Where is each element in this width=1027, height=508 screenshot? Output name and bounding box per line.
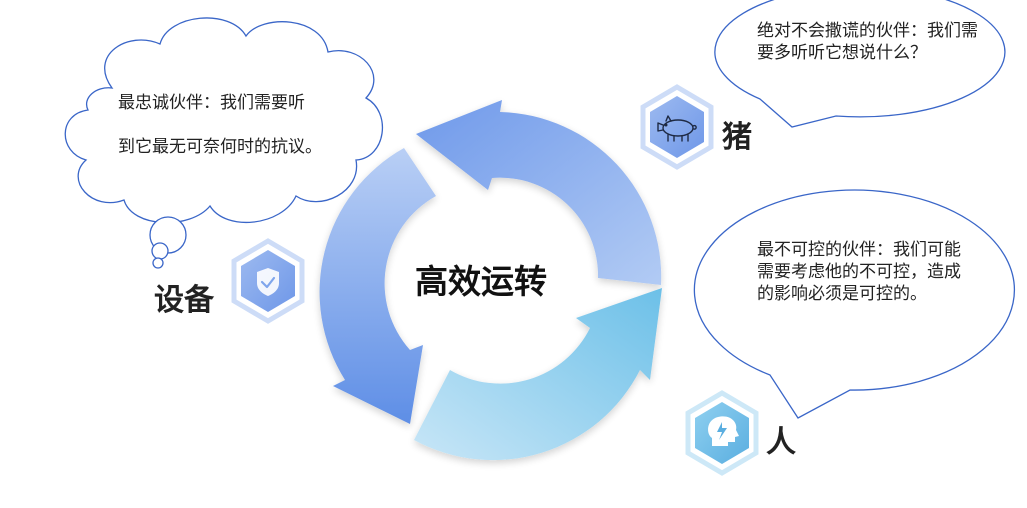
device-callout-line2: 到它最无可奈何时的抗议。 <box>118 137 322 157</box>
device-cloud-callout <box>64 17 384 269</box>
pig-hexagon-fill <box>650 96 704 158</box>
shield-check-icon <box>257 268 279 296</box>
device-callout-line1: 最忠诚伙伴：我们需要听 <box>118 93 305 113</box>
node-label-human: 人 <box>766 425 796 460</box>
pig-bubble-shape <box>714 0 1006 128</box>
pig-callout-text: 绝对不会撒谎的伙伴：我们需要多听听它想说什么？ <box>757 21 978 63</box>
arrow-bottom <box>414 288 662 461</box>
node-label-device: 设备 <box>154 283 214 318</box>
pig-icon <box>657 115 697 142</box>
center-title: 高效运转 <box>415 262 547 301</box>
head-lightning-icon <box>708 416 739 446</box>
cloud-tail-mid <box>151 242 169 260</box>
cycle-arrows <box>319 100 662 461</box>
pig-hexagon <box>640 84 714 170</box>
pig-speech-bubble <box>714 0 1006 128</box>
human-callout-text: 最不可控的伙伴：我们可能需要考虑他的不可控，造成的影响必须是可控的。 <box>757 240 961 304</box>
arrow-top <box>416 100 662 285</box>
human-speech-bubble <box>693 189 1015 419</box>
node-label-pig: 猪 <box>722 120 752 155</box>
arrow-left <box>319 148 436 424</box>
cloud-tail-small <box>152 257 164 269</box>
human-hexagon <box>685 390 759 476</box>
human-bubble-shape <box>693 189 1015 419</box>
device-hexagon <box>231 238 305 324</box>
device-callout-text: 最忠诚伙伴：我们需要听 到它最无可奈何时的抗议。 <box>118 92 368 158</box>
cloud-shape <box>64 17 384 224</box>
